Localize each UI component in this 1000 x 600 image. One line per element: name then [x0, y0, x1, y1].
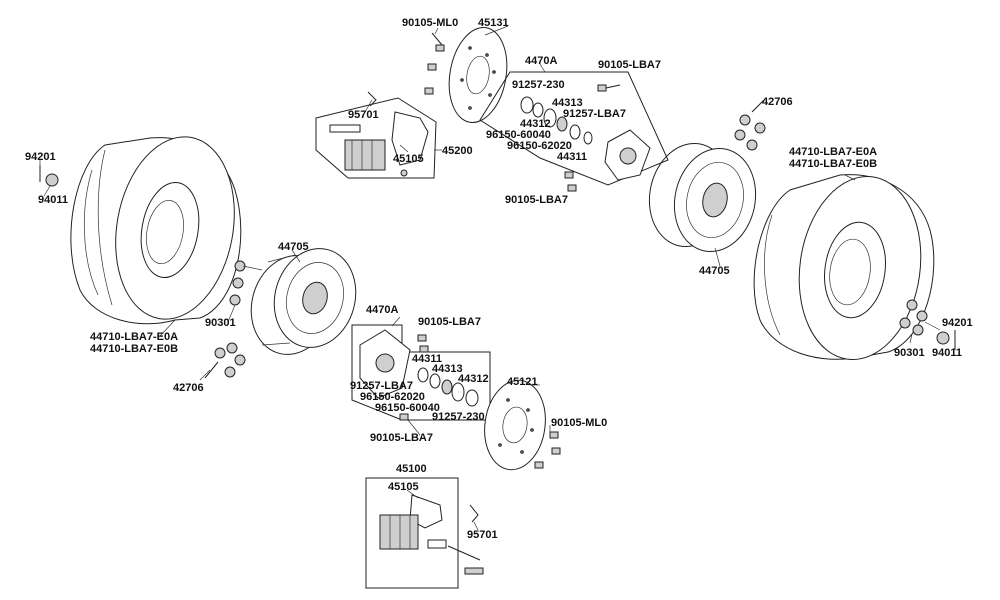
label-4470a-bottom: 4470A	[366, 304, 398, 316]
bottom-caliper-pin[interactable]	[469, 504, 479, 523]
right-valve-bolt[interactable]	[936, 330, 956, 350]
label-90105-ml0-bottom: 90105-ML0	[551, 417, 607, 429]
label-44710-left-b: 44710-LBA7-E0B	[90, 343, 178, 355]
label-44313-top: 44313	[552, 97, 583, 109]
right-rim[interactable]	[640, 136, 765, 259]
label-44312-bottom: 44312	[458, 373, 489, 385]
label-42706-left: 42706	[173, 382, 204, 394]
label-44710-left-a: 44710-LBA7-E0A	[90, 331, 178, 343]
part-labels: 45131 90105-ML0 4470A 91257-230 90105-LB…	[25, 17, 973, 541]
label-45121: 45121	[507, 376, 538, 388]
bottom-hub-bolts[interactable]	[399, 334, 429, 421]
label-95701-bottom: 95701	[467, 529, 498, 541]
label-44311-bottom: 44311	[412, 353, 442, 365]
left-lug-nut-cluster[interactable]	[204, 342, 246, 379]
label-44710-right-a: 44710-LBA7-E0A	[789, 146, 877, 158]
top-disc-bolts[interactable]	[424, 32, 445, 95]
label-94201-right: 94201	[942, 317, 973, 329]
label-94201-left: 94201	[25, 151, 56, 163]
leader-lines	[39, 25, 941, 531]
label-90105-lba7-topright: 90105-LBA7	[598, 59, 661, 71]
right-lug-nut-cluster[interactable]	[734, 99, 766, 151]
label-4470a-top: 4470A	[525, 55, 557, 67]
left-tire[interactable]	[70, 127, 248, 328]
left-rim[interactable]	[240, 239, 366, 363]
bottom-caliper-assembly-box[interactable]	[365, 477, 484, 589]
label-91257-lba7-top: 91257-LBA7	[563, 108, 626, 120]
label-44312-top: 44312	[520, 118, 551, 130]
label-94011-left: 94011	[38, 194, 68, 206]
label-90301-left: 90301	[205, 317, 236, 329]
label-45105-bottom: 45105	[388, 481, 419, 493]
label-96150-62020-bottom: 96150-62020	[360, 391, 425, 403]
top-hub-bolts[interactable]	[564, 84, 621, 192]
right-lug-nuts[interactable]	[899, 299, 928, 336]
label-44705-right: 44705	[699, 265, 730, 277]
label-44313-bottom: 44313	[432, 363, 463, 375]
top-hub-assembly-box[interactable]	[479, 71, 669, 186]
label-44311-top: 44311	[557, 151, 587, 163]
label-96150-60040-top: 96150-60040	[486, 129, 551, 141]
bottom-disc-bolts[interactable]	[534, 431, 561, 469]
label-96150-60040-bottom: 96150-60040	[375, 402, 440, 414]
label-44710-right-b: 44710-LBA7-E0B	[789, 158, 877, 170]
label-96150-62020-top: 96150-62020	[507, 140, 572, 152]
label-90105-lba7-topmid: 90105-LBA7	[505, 194, 568, 206]
top-caliper-assembly-box[interactable]	[315, 97, 437, 179]
label-45100: 45100	[396, 463, 427, 475]
label-45131: 45131	[478, 17, 509, 29]
label-44705-left: 44705	[278, 241, 309, 253]
label-45200: 45200	[442, 145, 473, 157]
right-tire[interactable]	[753, 169, 935, 368]
label-90105-ml0-top: 90105-ML0	[402, 17, 458, 29]
label-91257-230-top: 91257-230	[512, 79, 565, 91]
bottom-brake-disc[interactable]	[479, 376, 551, 473]
label-94011-right: 94011	[932, 347, 962, 359]
label-90301-right: 90301	[894, 347, 925, 359]
bottom-hub-assembly-box[interactable]	[351, 324, 491, 421]
left-valve-bolt[interactable]	[39, 165, 59, 187]
label-95701-top: 95701	[348, 109, 379, 121]
label-91257-lba7-bottom: 91257-LBA7	[350, 380, 413, 392]
label-42706-right: 42706	[762, 96, 793, 108]
label-90105-lba7-bottom1: 90105-LBA7	[418, 316, 481, 328]
top-caliper-pin[interactable]	[367, 91, 377, 107]
label-90105-lba7-bottom2: 90105-LBA7	[370, 432, 433, 444]
label-45105-top: 45105	[393, 153, 424, 165]
label-91257-230-bottom: 91257-230	[432, 411, 485, 423]
top-brake-disc[interactable]	[442, 23, 514, 127]
